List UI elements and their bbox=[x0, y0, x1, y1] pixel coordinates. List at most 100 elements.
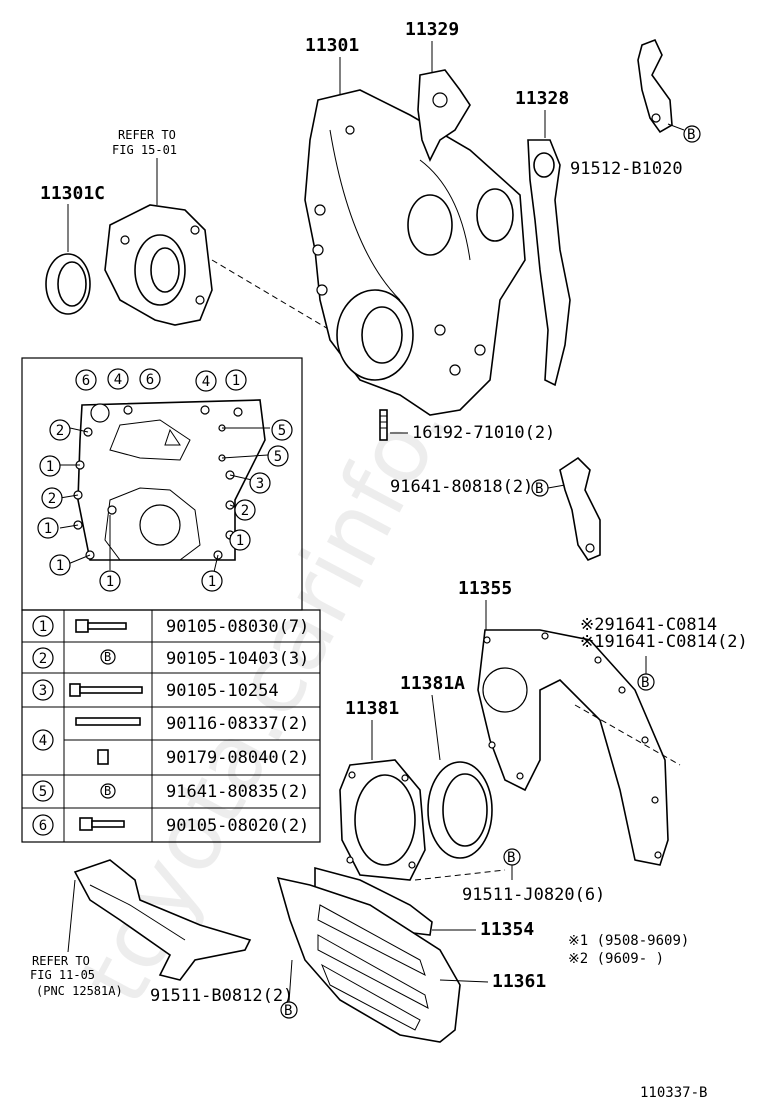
callout-11361: 11361 bbox=[492, 971, 546, 992]
gasket-key-circle bbox=[41, 487, 63, 509]
refer-note-top-line2: FIG 15-01 bbox=[112, 143, 177, 157]
bolt-table-part-number: 90105-10254 bbox=[166, 681, 279, 701]
gasket-key-circle bbox=[234, 499, 256, 521]
gasket-key-circle bbox=[49, 419, 71, 441]
bolt-marker-icon bbox=[683, 125, 701, 143]
callout-11328: 11328 bbox=[515, 88, 569, 109]
gasket-key-label: 1 bbox=[106, 574, 114, 590]
bolt-table-part-number: 90105-08030(7) bbox=[166, 617, 309, 637]
footnote-1: ※1 (9508-9609) bbox=[568, 933, 689, 949]
callout-91641-C0814-1: ※191641-C0814(2) bbox=[580, 632, 748, 652]
bolt-marker-icon bbox=[637, 673, 655, 691]
gasket-key-label: 1 bbox=[236, 533, 244, 549]
bolt-table-key: 6 bbox=[39, 818, 47, 834]
footnote-2: ※2 (9609- ) bbox=[568, 951, 664, 967]
bolt-table-key-circle bbox=[32, 615, 54, 637]
stud-16192 bbox=[379, 409, 388, 441]
callout-11355: 11355 bbox=[458, 578, 512, 599]
bolt-table-key: 5 bbox=[39, 784, 47, 800]
callout-91511-B0812: 91511-B0812(2) bbox=[150, 986, 293, 1006]
refer-note-bottom-line3: (PNC 12581A) bbox=[36, 984, 123, 998]
refer-note-bottom-line1: REFER TO bbox=[32, 954, 90, 968]
gasket-key-circle bbox=[39, 455, 61, 477]
gasket-key-circle bbox=[99, 570, 121, 592]
bolt-table-part-number: 90179-08040(2) bbox=[166, 748, 309, 768]
bolt-table-key-circle bbox=[32, 679, 54, 701]
gasket-key-circle bbox=[49, 554, 71, 576]
bolt-table-key-circle bbox=[32, 780, 54, 802]
gasket-key-circle bbox=[75, 369, 97, 391]
svg-text:B: B bbox=[104, 650, 111, 664]
gasket-key-label: 1 bbox=[232, 373, 240, 389]
bolt-icon bbox=[75, 619, 127, 633]
oil-seal-11301C bbox=[45, 253, 91, 315]
refer-note-top-line1: REFER TO bbox=[118, 128, 176, 142]
gasket-key-circle bbox=[249, 472, 271, 494]
figure-id: 110337-B bbox=[640, 1085, 707, 1101]
plate-bottom-left bbox=[73, 859, 252, 981]
gasket-key-circle bbox=[229, 529, 251, 551]
callout-11301: 11301 bbox=[305, 35, 359, 56]
callout-16192-71010: 16192-71010(2) bbox=[412, 423, 555, 443]
svg-text:B: B bbox=[284, 1003, 292, 1019]
svg-text:B: B bbox=[104, 784, 111, 798]
nut-icon bbox=[97, 749, 109, 765]
bolt-icon bbox=[69, 683, 143, 697]
callout-11381A: 11381A bbox=[400, 673, 465, 694]
refer-note-bottom-line2: FIG 11-05 bbox=[30, 968, 95, 982]
flywheel-housing-cover-11361 bbox=[276, 876, 461, 1043]
bolt-table-key-circle bbox=[32, 647, 54, 669]
gasket-key-circle bbox=[37, 517, 59, 539]
gasket-key-label: 2 bbox=[56, 423, 64, 439]
bolt-table-key: 2 bbox=[39, 651, 47, 667]
oil-seal-retainer-11381 bbox=[339, 759, 426, 881]
bolt-table-part-number: 90105-08020(2) bbox=[166, 816, 309, 836]
oil-pump-housing bbox=[104, 204, 213, 326]
callout-11329: 11329 bbox=[405, 19, 459, 40]
svg-text:B: B bbox=[535, 481, 543, 497]
callout-11354: 11354 bbox=[480, 919, 534, 940]
gasket-key-label: 2 bbox=[241, 503, 249, 519]
svg-text:B: B bbox=[507, 850, 515, 866]
bracket-middle-right bbox=[559, 456, 601, 561]
callout-11301C: 11301C bbox=[40, 183, 105, 204]
bolt-table: B B bbox=[21, 609, 321, 843]
gasket-key-circle bbox=[225, 369, 247, 391]
bolt-marker-icon bbox=[100, 649, 116, 665]
gasket-key-label: 1 bbox=[46, 459, 54, 475]
gasket-11329 bbox=[417, 69, 471, 162]
gasket-key-label: 1 bbox=[208, 574, 216, 590]
bolt-table-part-number: 90105-10403(3) bbox=[166, 649, 309, 669]
gasket-key-label: 3 bbox=[256, 476, 264, 492]
gasket-key-label: 6 bbox=[146, 372, 154, 388]
bolt-marker-icon bbox=[100, 783, 116, 799]
bolt-table-key-circle bbox=[32, 814, 54, 836]
callout-91512-B1020: 91512-B1020 bbox=[570, 159, 683, 179]
gasket-key-circle bbox=[195, 370, 217, 392]
gasket-key-label: 1 bbox=[44, 521, 52, 537]
bracket-top-right bbox=[637, 38, 673, 134]
bolt-table-key: 4 bbox=[39, 733, 47, 749]
gasket-key-label: 5 bbox=[278, 423, 286, 439]
gasket-key-label: 6 bbox=[82, 373, 90, 389]
gasket-key-circle bbox=[201, 570, 223, 592]
end-plate-11355 bbox=[477, 629, 669, 866]
bolt-table-key: 1 bbox=[39, 619, 47, 635]
bolt-table-rows: 1 90105-08030(7) 2 90105-10403(3) 3 90105-102… bbox=[32, 615, 309, 836]
gasket-key-circle bbox=[267, 445, 289, 467]
gasket-key-label: 5 bbox=[274, 449, 282, 465]
gasket-key-circle bbox=[139, 368, 161, 390]
callout-91641-C0814-2: ※291641-C0814 bbox=[580, 615, 717, 635]
gasket-key-circle bbox=[271, 419, 293, 441]
timing-gear-cover-11301 bbox=[304, 89, 526, 416]
callout-91641-80818: 91641-80818(2) bbox=[390, 477, 533, 497]
gasket-key-circle bbox=[107, 368, 129, 390]
bolt-icon bbox=[79, 817, 125, 831]
bolt-table-key: 3 bbox=[39, 683, 47, 699]
callout-91511-J0820: 91511-J0820(6) bbox=[462, 885, 605, 905]
gasket-key-label: 4 bbox=[114, 372, 122, 388]
gasket-11328 bbox=[527, 139, 571, 387]
svg-text:B: B bbox=[641, 675, 649, 691]
oil-seal-11381A bbox=[427, 761, 493, 859]
